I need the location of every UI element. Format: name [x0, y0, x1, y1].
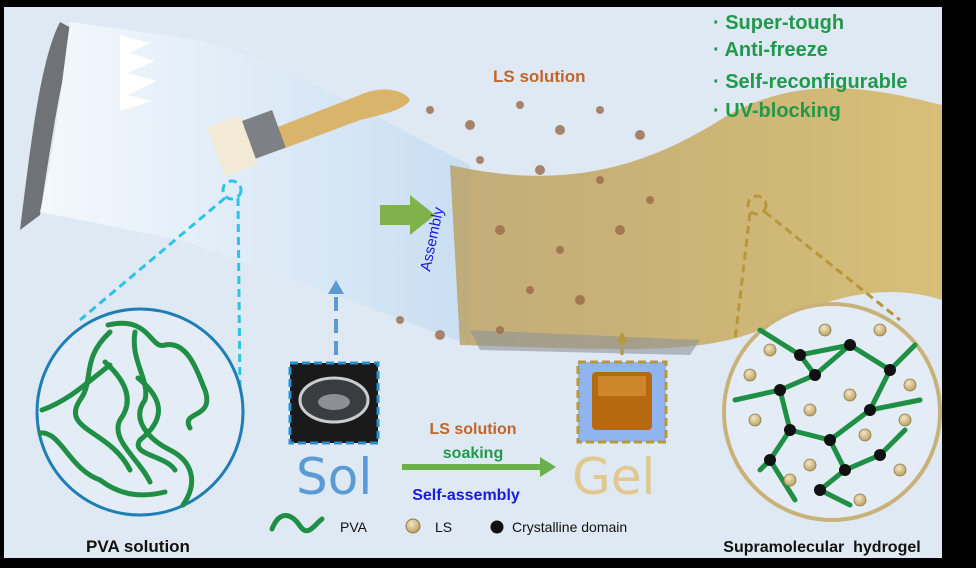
gel-arrowhead [616, 332, 628, 342]
sol-label: Sol [296, 448, 372, 506]
ls-solution-label: LS solution [493, 67, 586, 86]
film-ribbon [20, 22, 942, 355]
legend-pva-label: PVA [340, 519, 368, 535]
property-self-reconfigurable: · Self-reconfigurable [713, 71, 907, 93]
legend-crystal-label: Crystalline domain [512, 519, 627, 535]
gel-hydrogel-photo [576, 360, 668, 444]
pva-solution-caption: PVA solution [86, 537, 190, 556]
pva-solution-circle [35, 307, 245, 517]
ls-molecules [396, 101, 654, 340]
sol-petri-dish-photo [288, 361, 380, 445]
process-ls-solution: LS solution [429, 421, 516, 438]
property-anti-freeze: · Anti-freeze [713, 39, 828, 61]
property-super-tough: · Super-tough [713, 12, 844, 34]
assembly-arrow [380, 195, 435, 235]
zoom-lines-right [733, 194, 901, 341]
property-uv-blocking: · UV-blocking [713, 100, 841, 122]
paintbrush-icon [207, 89, 410, 177]
process-arrow [402, 457, 556, 477]
legend-crystal-icon [490, 520, 504, 534]
legend-ls-icon [405, 518, 421, 534]
hydrogel-network-circle [722, 302, 942, 522]
process-soaking: soaking [443, 445, 503, 462]
zoom-lines-left [79, 179, 243, 391]
legend-pva-icon [269, 513, 325, 534]
legend-ls-label: LS [435, 519, 452, 535]
process-self-assembly: Self-assembly [412, 487, 520, 504]
supramolecular-hydrogel-caption: Supramolecular hydrogel [723, 539, 920, 556]
gel-label: Gel [572, 448, 655, 506]
sol-arrowhead [328, 280, 344, 294]
